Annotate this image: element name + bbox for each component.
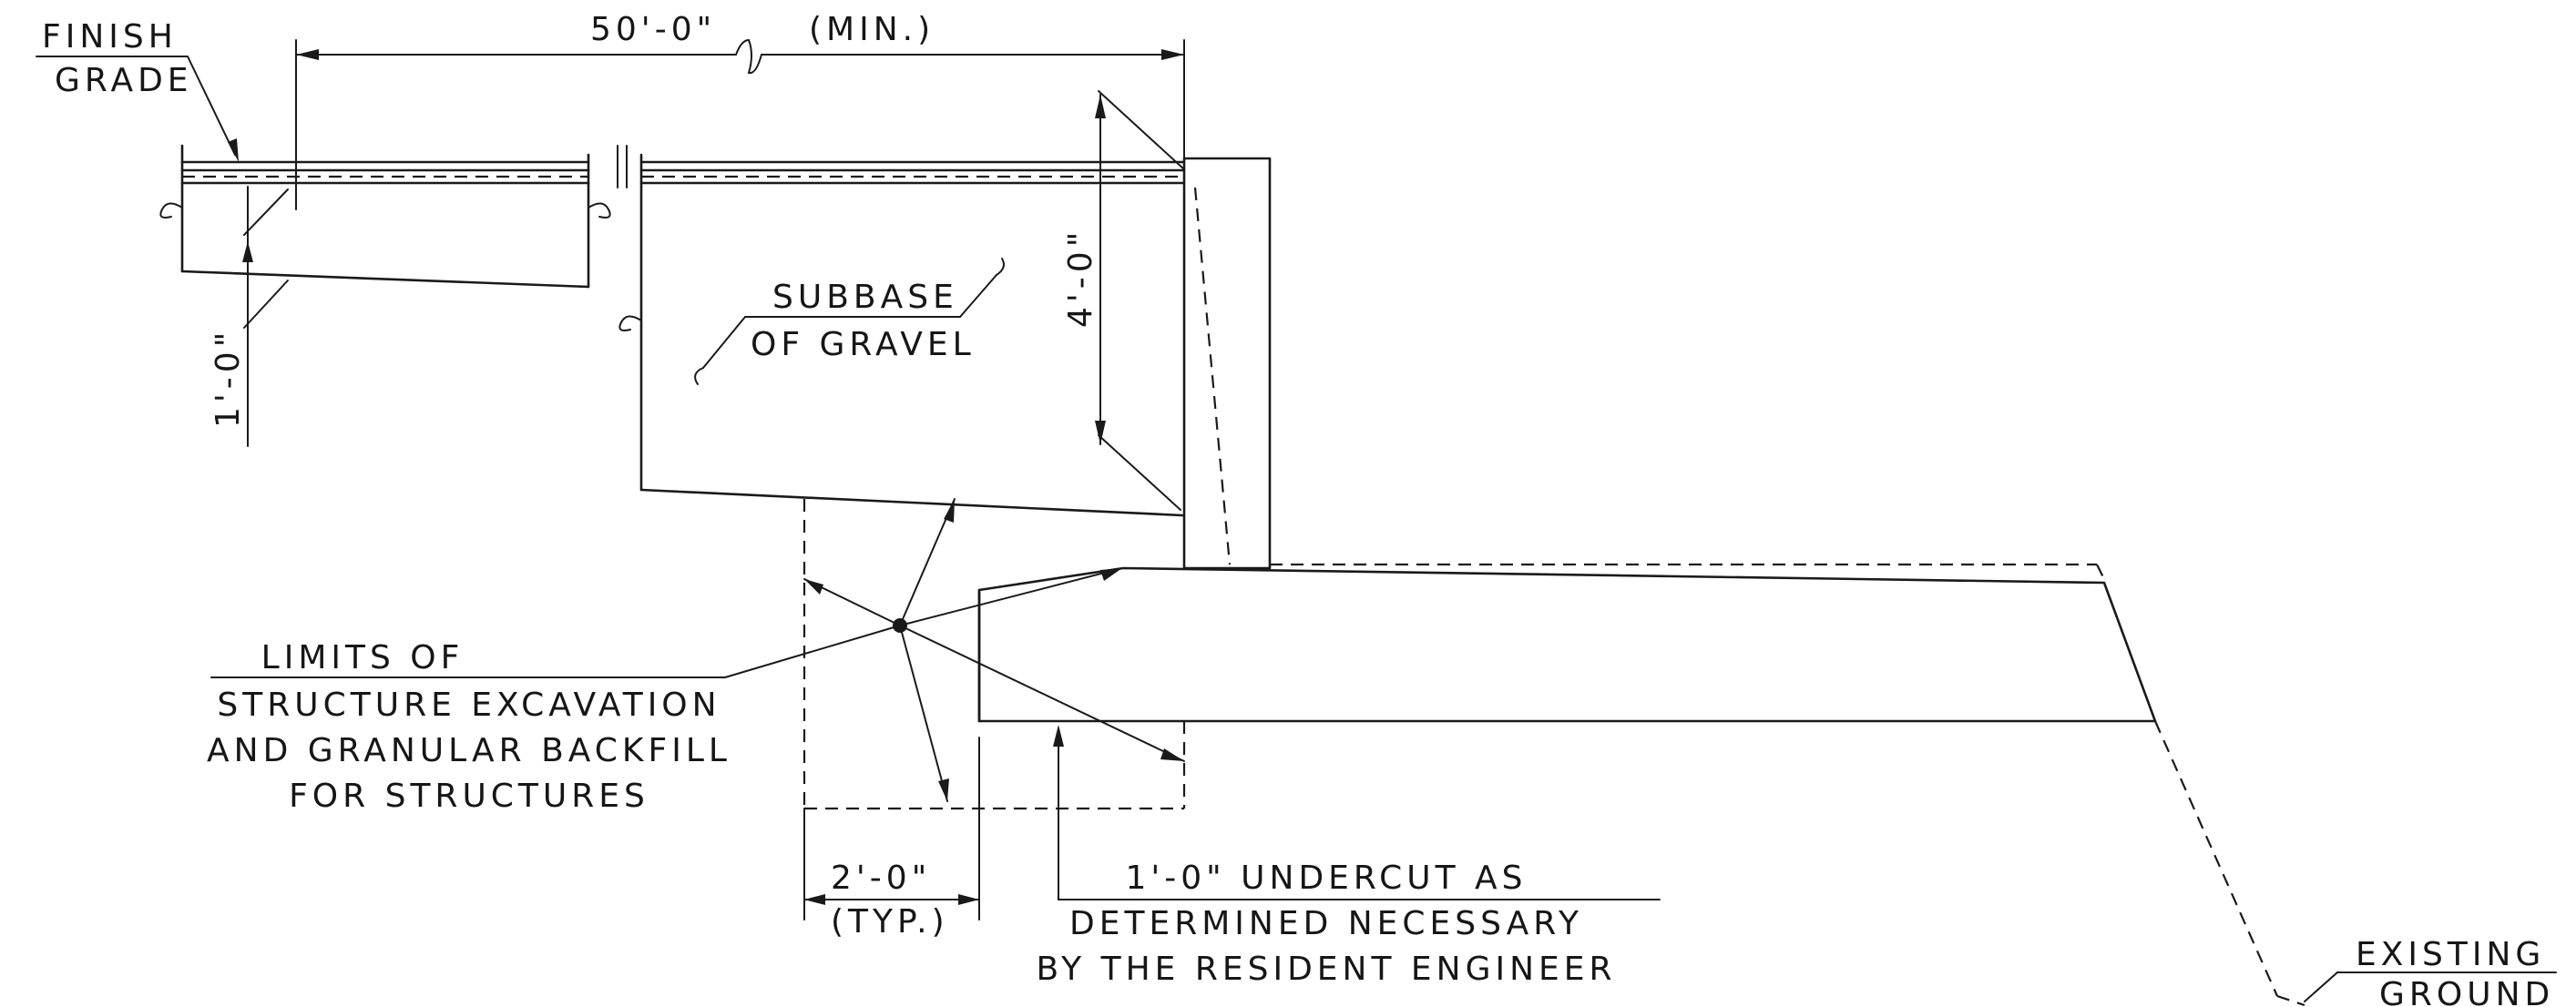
limits-label-line2: STRUCTURE EXCAVATION [217,687,721,724]
undercut-callout: 1'-0" UNDERCUT AS DETERMINED NECESSARY B… [1036,725,1661,988]
subbase-label-line1: SUBBASE [772,279,958,316]
finish-grade-callout: FINISH GRADE [36,18,239,162]
width-dimension-label: 2'-0" [831,860,931,897]
excavation-limit-lines [802,187,2305,1007]
undercut-label-line2: DETERMINED NECESSARY [1069,905,1583,942]
undercut-label-line1: 1'-0" UNDERCUT AS [1125,860,1527,897]
finish-grade-label-line1: FINISH [42,18,178,56]
width-dimension: 2'-0" (TYP.) [803,737,980,941]
thickness-dimension: 1'-0" [210,186,289,447]
subbase-label-line2: OF GRAVEL [751,326,976,363]
existing-ground-label-line2: GROUND [2379,976,2554,1007]
thickness-dimension-label: 1'-0" [210,328,247,428]
subbase-section [617,145,1186,517]
abutment-structure [977,157,2157,723]
limits-label-line1: LIMITS OF [261,639,465,676]
length-dimension-note: (MIN.) [809,11,935,48]
limits-callout: LIMITS OF STRUCTURE EXCAVATION AND GRANU… [207,498,1185,815]
depth-dimension: 4'-0" [1062,90,1185,511]
existing-ground-label-line1: EXISTING [2356,936,2545,973]
length-dimension: 50'-0" (MIN.) [295,11,1185,210]
left-pavement-segment [159,144,611,289]
limits-label-line4: FOR STRUCTURES [289,778,649,815]
width-dimension-note: (TYP.) [831,903,949,941]
length-dimension-label: 50'-0" [590,11,716,48]
depth-dimension-label: 4'-0" [1062,228,1099,328]
subbase-callout: SUBBASE OF GRAVEL [694,258,1005,385]
undercut-label-line3: BY THE RESIDENT ENGINEER [1036,951,1616,988]
limits-label-line3: AND GRANULAR BACKFILL [207,732,731,769]
existing-ground-callout: EXISTING GROUND [2304,936,2557,1007]
finish-grade-label-line2: GRADE [55,62,193,99]
